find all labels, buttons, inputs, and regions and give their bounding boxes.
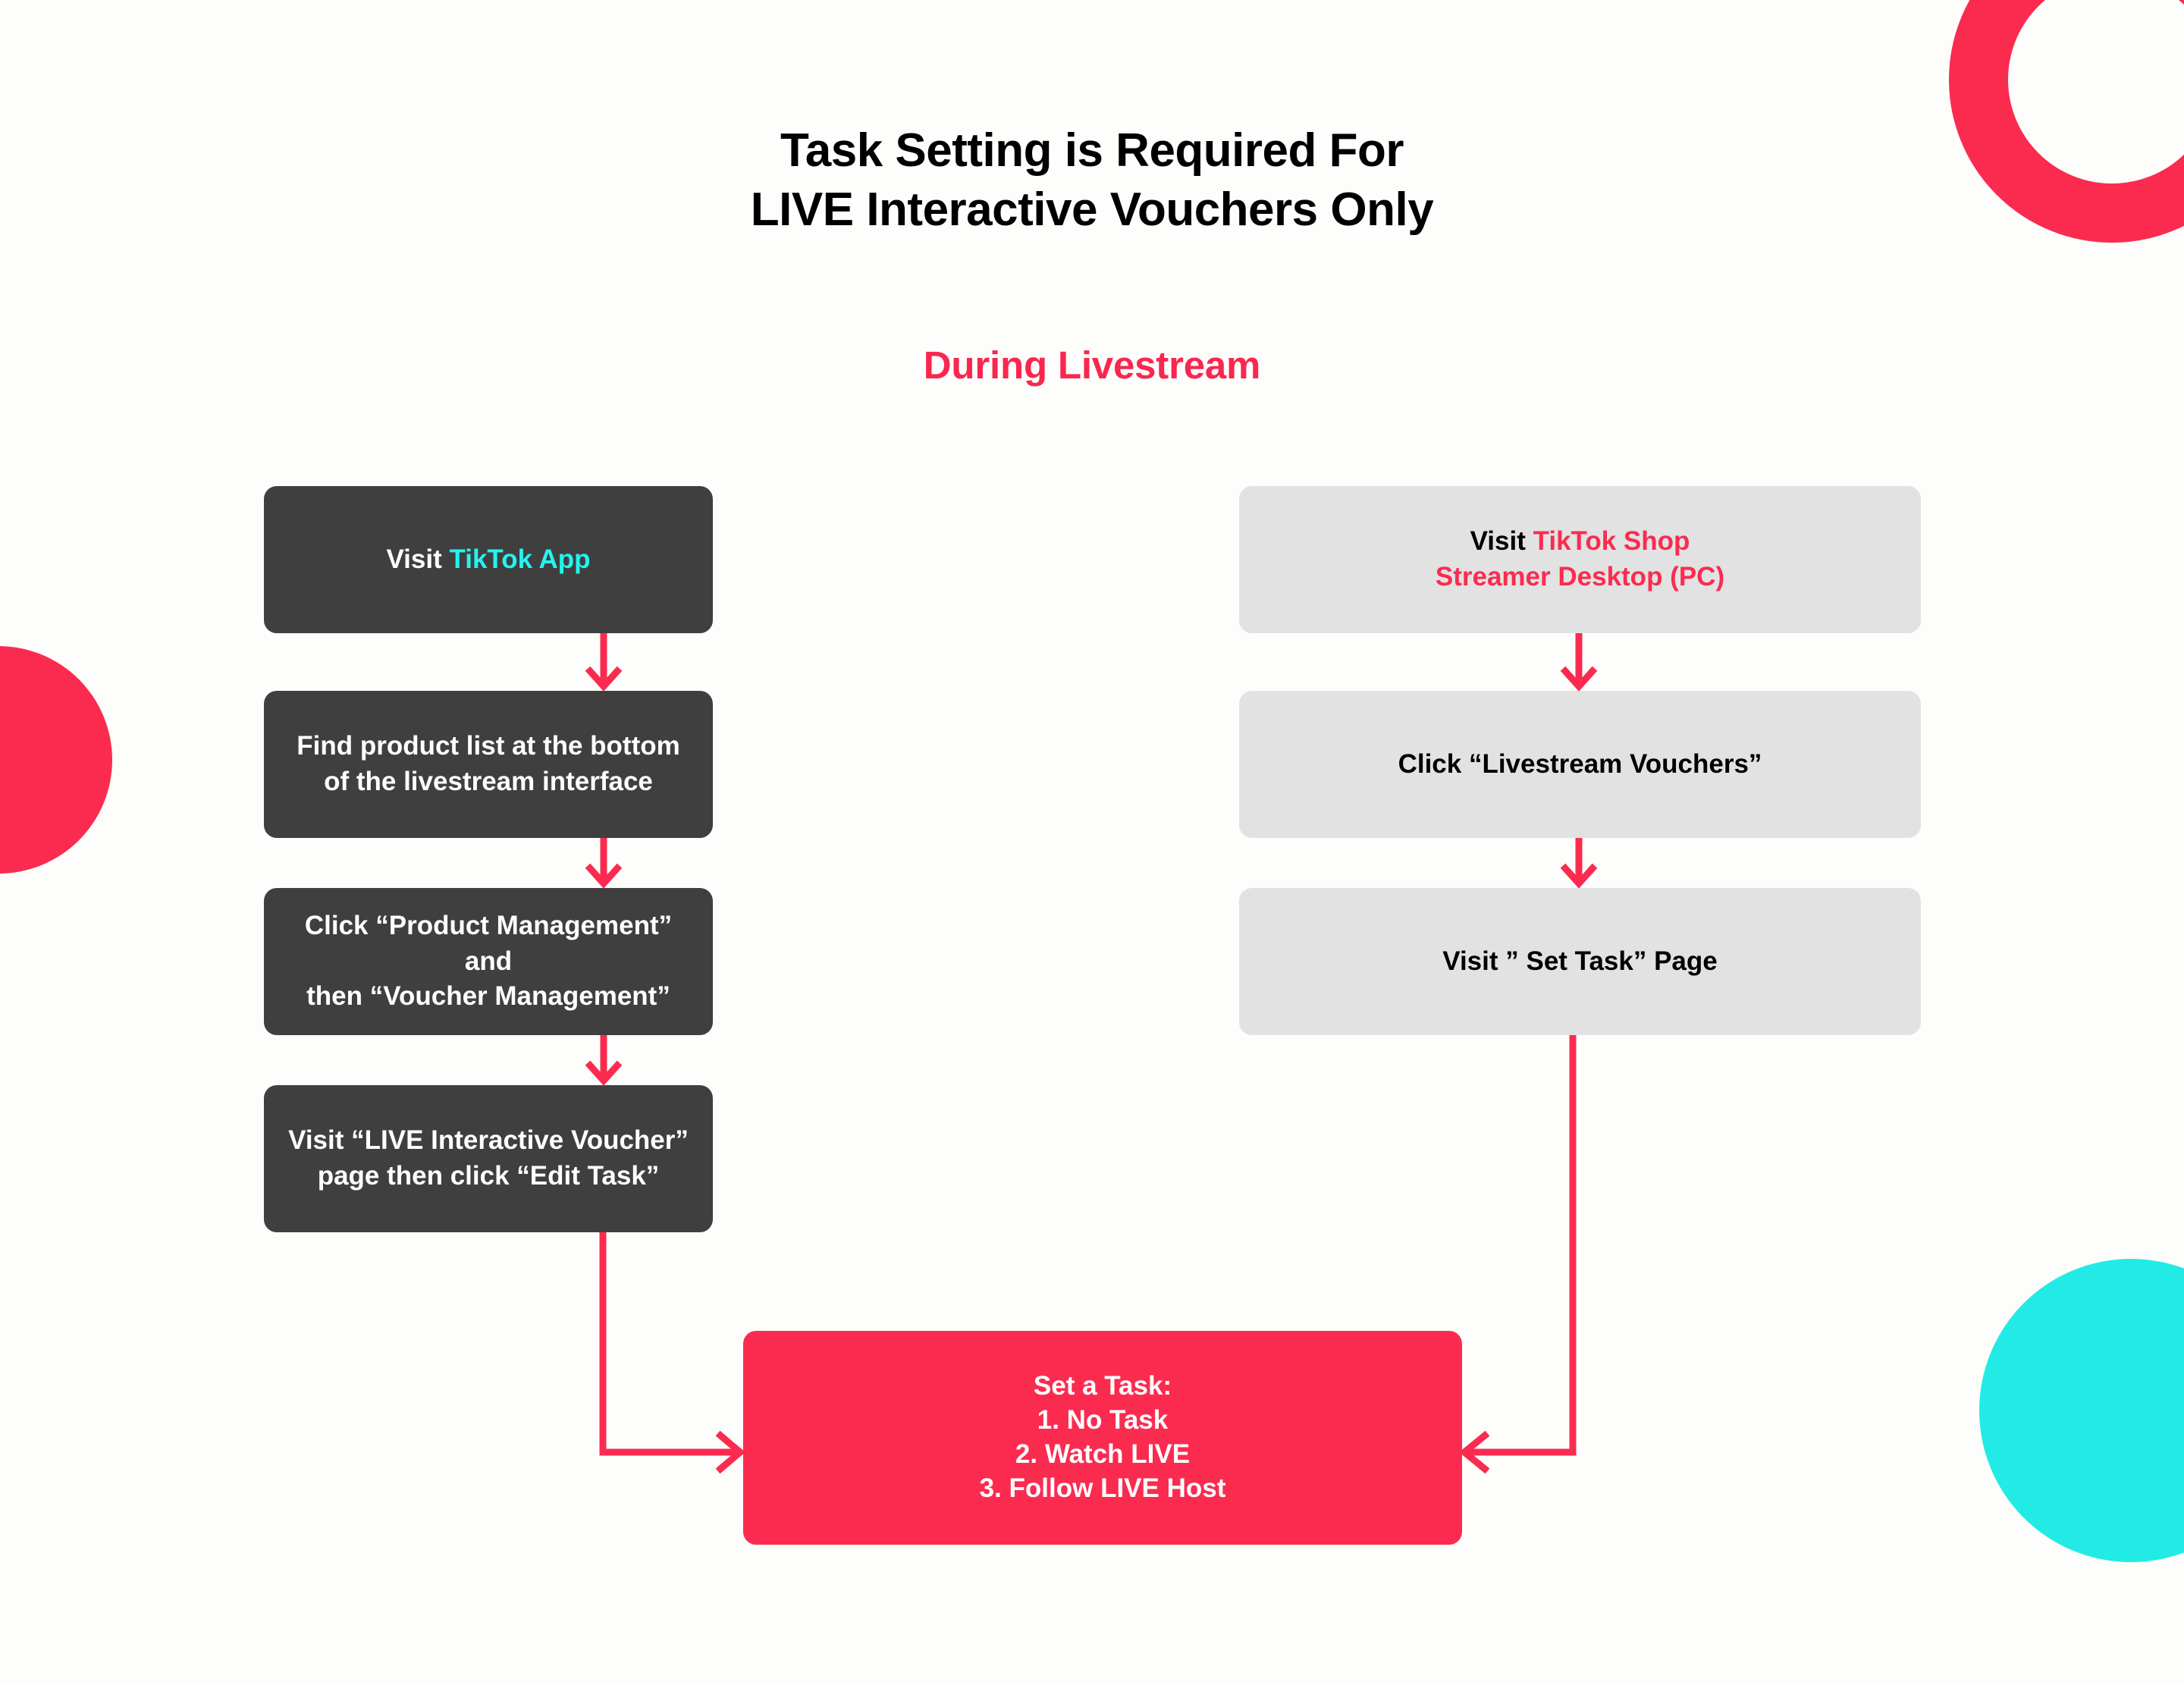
connector-arrow-r2-r3 xyxy=(1559,838,1599,890)
connector-arrow-l2-l3 xyxy=(584,838,623,890)
flow-text-prefix: Visit xyxy=(386,544,450,574)
circle-decoration-left xyxy=(0,646,112,874)
flow-box-visit-set-task-page[interactable]: Visit ” Set Task” Page xyxy=(1239,888,1921,1035)
circle-decoration-bottom-right xyxy=(1979,1259,2184,1562)
set-task-heading: Set a Task: xyxy=(1033,1371,1172,1401)
flow-box-label: Set a Task: 1. No Task 2. Watch LIVE 3. … xyxy=(980,1370,1226,1505)
flow-box-label: Click “Product Management” and then “Vou… xyxy=(284,908,693,1015)
flow-box-click-product-management[interactable]: Click “Product Management” and then “Vou… xyxy=(264,888,713,1035)
flow-box-label: Visit TikTok Shop Streamer Desktop (PC) xyxy=(1436,524,1724,595)
page-title: Task Setting is Required For LIVE Intera… xyxy=(0,121,2184,240)
flow-box-visit-tiktok-app[interactable]: Visit TikTok App xyxy=(264,486,713,633)
set-task-option-3: 3. Follow LIVE Host xyxy=(979,1473,1226,1503)
flow-text-line-2: then “Voucher Management” xyxy=(306,981,670,1012)
flow-text-line-1: Visit “LIVE Interactive Voucher” xyxy=(288,1125,689,1156)
flow-box-label: Find product list at the bottom of the l… xyxy=(297,729,680,799)
flow-box-label: Visit ” Set Task” Page xyxy=(1442,946,1718,976)
page-title-line-1: Task Setting is Required For xyxy=(780,124,1404,177)
flow-box-find-product-list[interactable]: Find product list at the bottom of the l… xyxy=(264,691,713,838)
flow-box-set-a-task[interactable]: Set a Task: 1. No Task 2. Watch LIVE 3. … xyxy=(743,1331,1462,1545)
flow-text-line-1: Click “Product Management” and xyxy=(304,911,673,976)
set-task-option-2: 2. Watch LIVE xyxy=(1015,1439,1191,1469)
flow-text-highlight-line-2: Streamer Desktop (PC) xyxy=(1435,562,1725,591)
connector-elbow-left-to-task xyxy=(599,1232,758,1475)
page-title-line-2: LIVE Interactive Vouchers Only xyxy=(750,184,1434,237)
flow-box-label: Visit TikTok App xyxy=(386,542,590,578)
connector-arrow-l1-l2 xyxy=(584,633,623,692)
flow-box-click-livestream-vouchers[interactable]: Click “Livestream Vouchers” xyxy=(1239,691,1921,838)
set-task-option-1: 1. No Task xyxy=(1037,1405,1169,1436)
flow-box-label: Click “Livestream Vouchers” xyxy=(1398,748,1762,779)
flow-text-line-1: Find product list at the bottom xyxy=(297,731,680,761)
connector-arrow-r1-r2 xyxy=(1559,633,1599,692)
flow-text-line-2: of the livestream interface xyxy=(324,767,653,796)
flow-text-highlight: TikTok App xyxy=(449,544,591,574)
flow-text-prefix: Visit xyxy=(1470,526,1533,557)
connector-arrow-l3-l4 xyxy=(584,1035,623,1087)
connector-elbow-right-to-task xyxy=(1458,1035,1579,1475)
section-subtitle: During Livestream xyxy=(923,344,1261,387)
flow-box-label: Visit “LIVE Interactive Voucher” page th… xyxy=(288,1123,689,1194)
flow-box-visit-live-interactive-voucher[interactable]: Visit “LIVE Interactive Voucher” page th… xyxy=(264,1085,713,1232)
flow-text-highlight-line-1: TikTok Shop xyxy=(1533,526,1690,557)
flow-box-visit-tiktok-shop-streamer-desktop[interactable]: Visit TikTok Shop Streamer Desktop (PC) xyxy=(1239,486,1921,633)
flow-text-line-2: page then click “Edit Task” xyxy=(317,1161,660,1191)
